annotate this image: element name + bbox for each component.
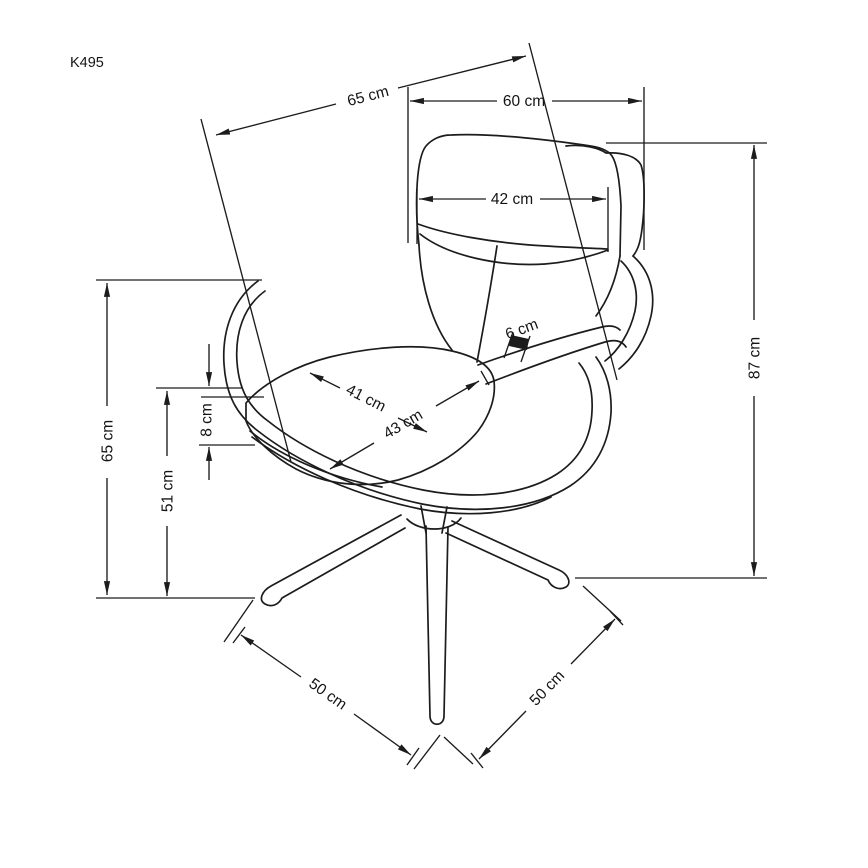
front-leg [425, 525, 449, 726]
chair-line-art [222, 133, 654, 726]
dim-label-base-span-right: 50 cm [527, 667, 569, 709]
shell-outer [222, 280, 612, 511]
model-label: K495 [70, 55, 104, 71]
dimension-back-width: 60 cm [407, 87, 645, 250]
dimension-base-span-left: 50 cm [223, 599, 441, 770]
tick-line [609, 610, 624, 626]
dimension-base-span-right: 50 cm [443, 585, 624, 769]
dimension-line [215, 103, 337, 136]
dimension-depth-diagonal: 65 cm [200, 42, 618, 463]
tick-line [406, 747, 420, 766]
dimension-line [435, 380, 480, 407]
backrest-left-edge [418, 244, 453, 351]
dimension-fill [509, 335, 529, 350]
right-leg [445, 520, 570, 590]
dim-label-total-height: 87 cm [746, 337, 763, 379]
dim-label-seat-width: 43 cm [381, 406, 426, 442]
tick-line [480, 370, 490, 386]
right-wing-outer [618, 255, 654, 370]
seat-cushion [245, 345, 496, 486]
dimension-line [570, 618, 616, 665]
dimension-line [329, 442, 375, 470]
headrest-seam-lower [419, 233, 609, 266]
dimension-total-height: 87 cm [575, 142, 767, 579]
dimension-line [478, 710, 527, 760]
extension-line [200, 118, 292, 463]
backrest-right-edge [595, 255, 621, 317]
base-hub [406, 517, 462, 530]
right-wing-inner [604, 260, 638, 362]
dim-label-depth-diagonal: 65 cm [346, 83, 391, 110]
extension-line [413, 734, 441, 770]
dim-label-seat-height: 51 cm [159, 470, 176, 512]
armrest-top-right-outer [485, 339, 627, 385]
tick-line [232, 626, 246, 644]
tick-line [503, 331, 514, 359]
tick-line [470, 752, 484, 769]
dim-label-seat-depth: 41 cm [343, 381, 388, 415]
dimension-annotations: 65 cm 60 cm 42 cm 6 cm [96, 42, 767, 770]
shell-inner [235, 290, 593, 496]
dim-label-headrest-width: 42 cm [491, 191, 533, 208]
backrest-center-seam [476, 245, 498, 363]
dimension-line [240, 634, 302, 678]
shell-front-lip [251, 436, 552, 515]
dimension-line [353, 713, 412, 756]
armrest-top-right-inner [477, 325, 621, 366]
extension-line [443, 736, 474, 765]
dim-label-base-span-left: 50 cm [306, 675, 350, 713]
tick-line [520, 335, 531, 363]
seat-front-seam [249, 430, 383, 488]
dimension-line [397, 55, 527, 89]
extension-line [223, 599, 254, 643]
dim-label-cushion-thickness: 8 cm [198, 403, 215, 437]
backrest-outline [415, 133, 622, 257]
dimension-arm-height: 65 cm [96, 279, 262, 599]
dim-label-arm-height: 65 cm [99, 420, 116, 462]
backrest-right-outline [565, 144, 645, 257]
dimension-seat-height: 51 cm [159, 391, 176, 596]
left-leg [260, 514, 406, 607]
headrest-seam-upper [417, 223, 608, 250]
dimension-line [397, 417, 428, 433]
dim-label-back-width: 60 cm [503, 93, 545, 110]
dimension-headrest-width: 42 cm [416, 187, 609, 252]
extension-line [528, 42, 618, 381]
dimension-line [309, 372, 341, 389]
dimension-cushion-thickness: 8 cm [156, 344, 264, 480]
